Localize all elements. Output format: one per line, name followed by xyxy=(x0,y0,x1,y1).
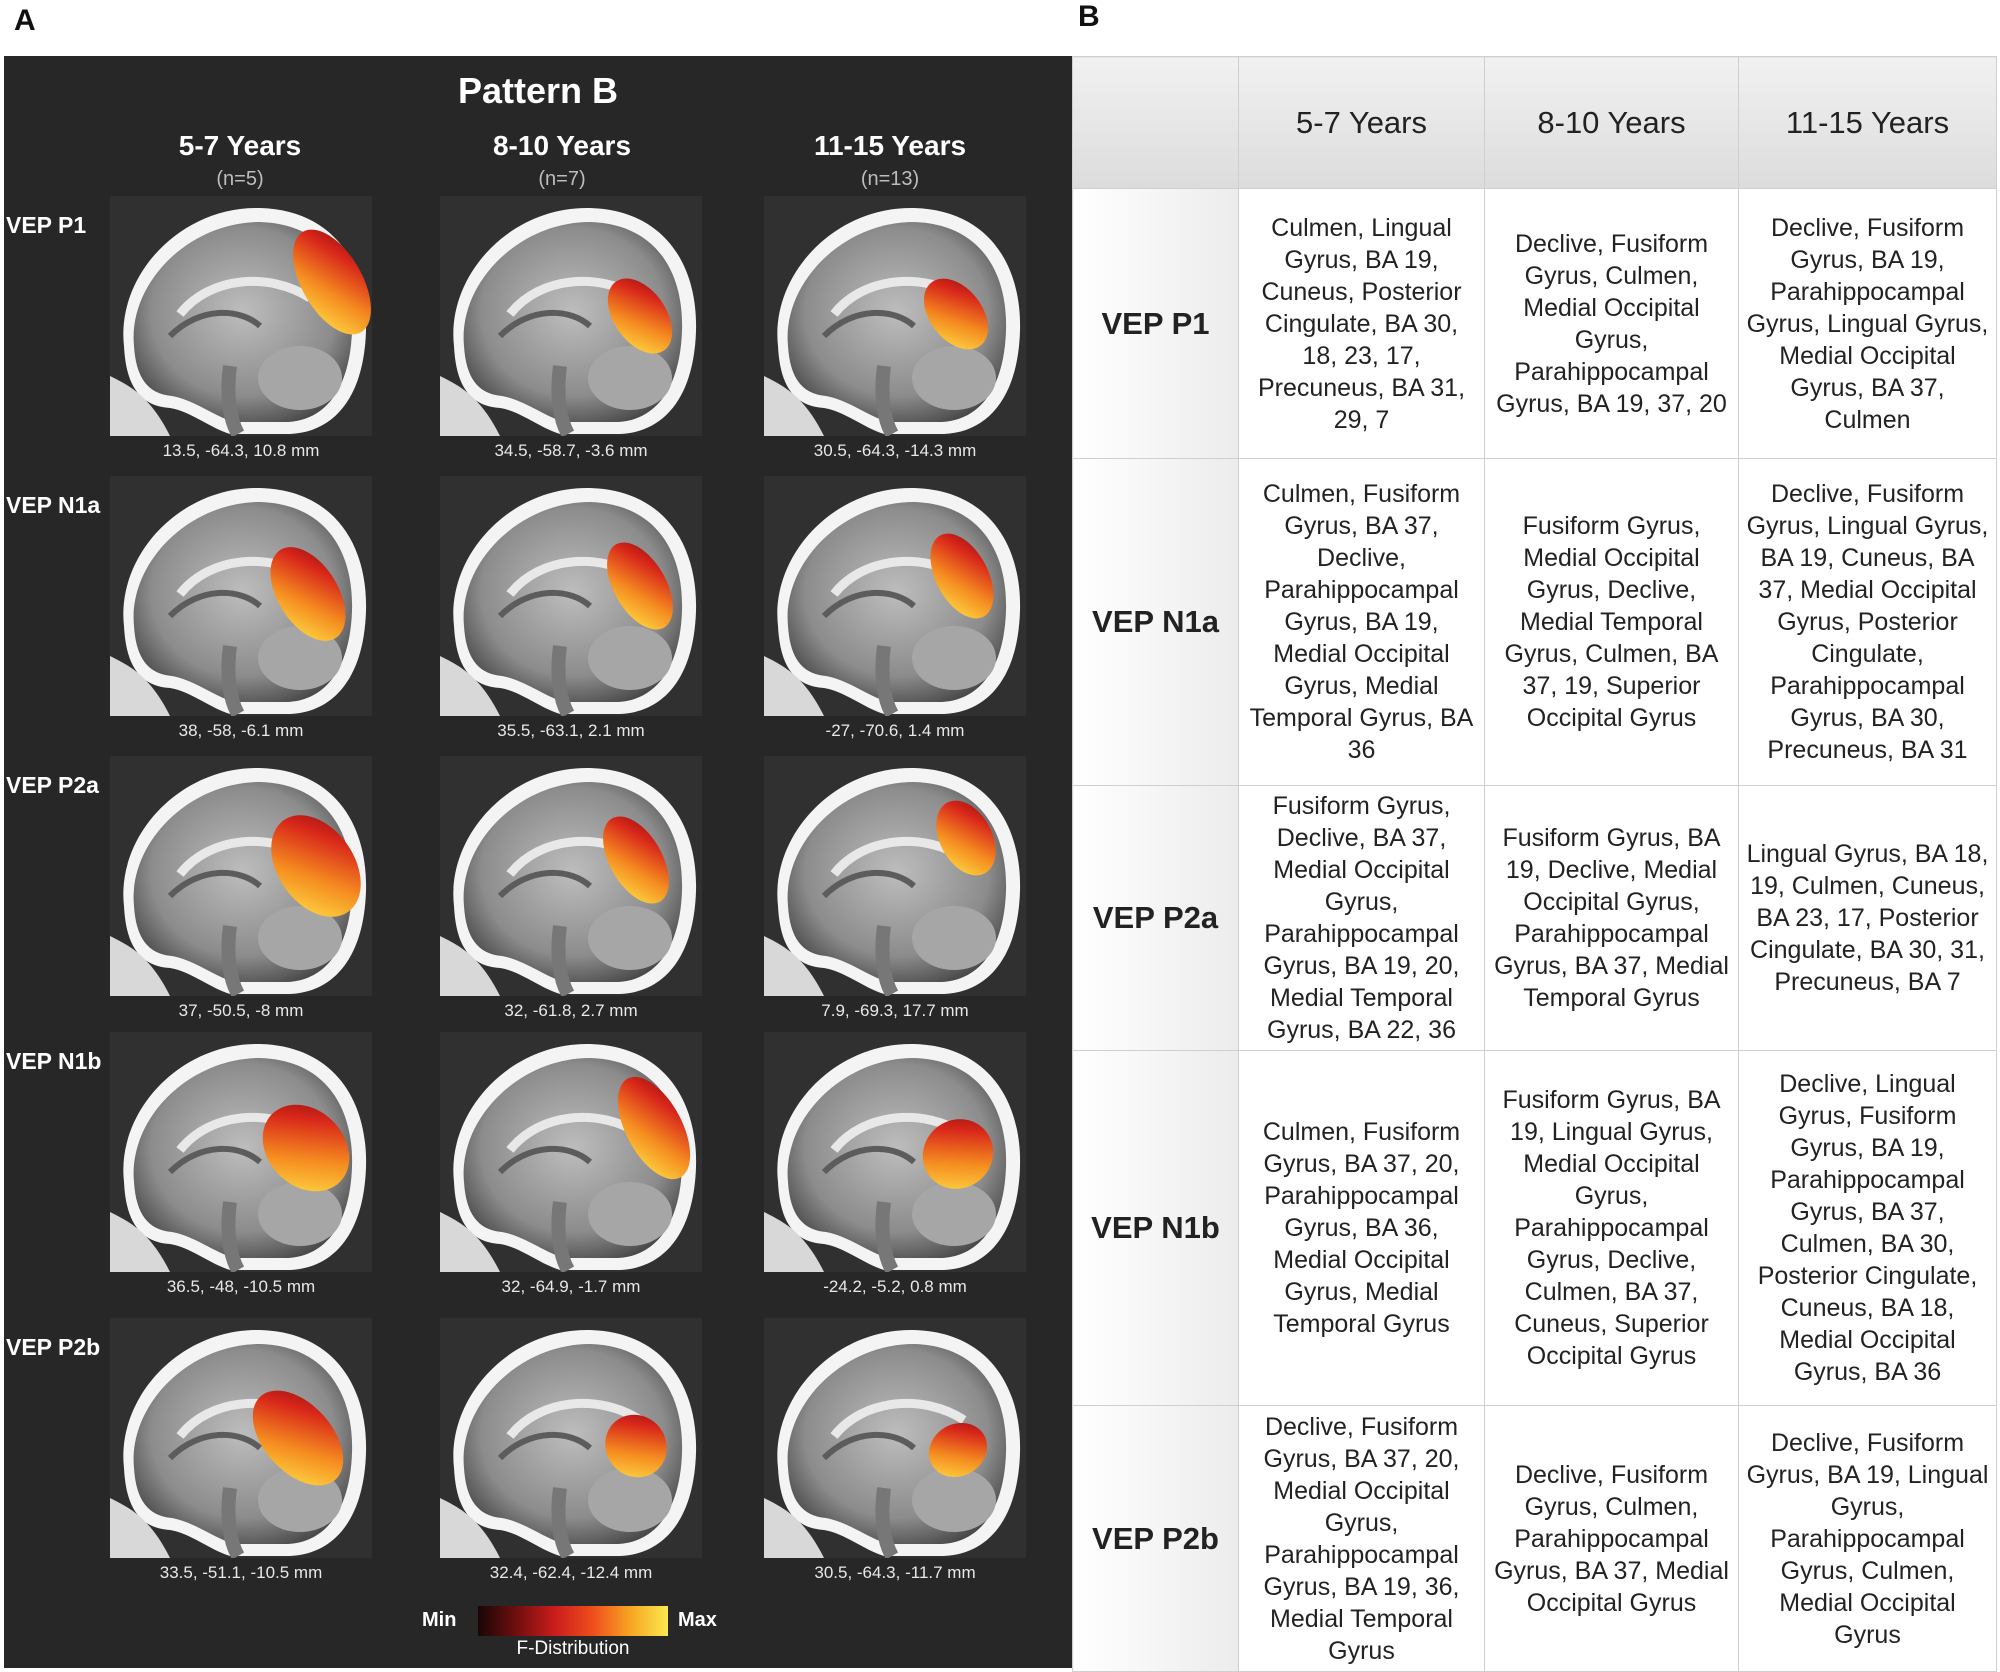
brain-sagittal-image xyxy=(440,1032,702,1274)
panel-a-label: A xyxy=(14,4,36,37)
table-cell: Fusiform Gyrus, Declive, BA 37, Medial O… xyxy=(1238,785,1485,1051)
age-n-5-7: (n=5) xyxy=(216,168,264,190)
brain-sagittal-image xyxy=(440,476,702,718)
table-cell: Declive, Fusiform Gyrus, BA 19, Lingual … xyxy=(1738,1405,1997,1672)
row-label: VEP N1b xyxy=(6,1048,102,1074)
table-cell: Declive, Fusiform Gyrus, Culmen, Medial … xyxy=(1484,188,1739,459)
table-cell: Declive, Lingual Gyrus, Fusiform Gyrus, … xyxy=(1738,1050,1997,1406)
table-cell: Lingual Gyrus, BA 18, 19, Culmen, Cuneus… xyxy=(1738,785,1997,1051)
age-header-8-10: 8-10 Years xyxy=(492,130,632,161)
coordinate-label: -27, -70.6, 1.4 mm xyxy=(825,721,965,740)
coordinate-label: 32, -64.9, -1.7 mm xyxy=(501,1277,641,1296)
brain-sagittal-image xyxy=(110,1032,372,1274)
coordinate-label: 30.5, -64.3, -11.7 mm xyxy=(814,1563,976,1582)
brain-sagittal-image xyxy=(764,756,1026,998)
table-cell: Declive, Fusiform Gyrus, BA 37, 20, Medi… xyxy=(1238,1405,1485,1672)
coordinate-label: 37, -50.5, -8 mm xyxy=(178,1001,304,1020)
coordinate-label: 38, -58, -6.1 mm xyxy=(178,721,304,740)
brain-sagittal-image xyxy=(110,1318,372,1560)
row-label: VEP N1a xyxy=(6,492,101,518)
table-cell: Declive, Fusiform Gyrus, BA 19, Parahipp… xyxy=(1738,188,1997,459)
table-row: VEP P2a Fusiform Gyrus, Declive, BA 37, … xyxy=(1072,785,1997,1051)
brain-sagittal-image xyxy=(110,756,372,998)
brain-sagittal-image xyxy=(110,196,372,438)
colorbar-title: F-Distribution xyxy=(516,1638,630,1659)
brain-sagittal-image xyxy=(764,1032,1026,1274)
table-cell: Culmen, Fusiform Gyrus, BA 37, Declive, … xyxy=(1238,458,1485,786)
coordinate-label: 34.5, -58.7, -3.6 mm xyxy=(494,441,648,460)
age-header-5-7: 5-7 Years xyxy=(178,130,302,161)
row-header: VEP N1a xyxy=(1072,458,1239,786)
age-n-11-15: (n=13) xyxy=(860,168,920,190)
table-cell: Fusiform Gyrus, BA 19, Lingual Gyrus, Me… xyxy=(1484,1050,1739,1406)
table-corner-cell xyxy=(1072,56,1239,189)
panel-b-table: 5-7 Years 8-10 Years 11-15 Years VEP P1 … xyxy=(1072,56,1997,1672)
colorbar-min-label: Min xyxy=(422,1609,457,1631)
row-label: VEP P1 xyxy=(6,212,87,238)
row-header: VEP P1 xyxy=(1072,188,1239,459)
coordinate-label: 30.5, -64.3, -14.3 mm xyxy=(813,441,977,460)
age-header-11-15: 11-15 Years xyxy=(813,130,967,161)
brain-sagittal-image xyxy=(764,1318,1026,1560)
colorbar xyxy=(478,1606,668,1636)
brain-sagittal-image xyxy=(440,196,702,438)
table-cell: Fusiform Gyrus, Medial Occipital Gyrus, … xyxy=(1484,458,1739,786)
coordinate-label: 7.9, -69.3, 17.7 mm xyxy=(821,1001,969,1020)
coordinate-label: 32.4, -62.4, -12.4 mm xyxy=(489,1563,653,1582)
table-cell: Declive, Fusiform Gyrus, Culmen, Parahip… xyxy=(1484,1405,1739,1672)
row-header: VEP P2b xyxy=(1072,1405,1239,1672)
row-label: VEP P2a xyxy=(6,772,99,798)
panel-a-brain-maps: Pattern B 5-7 Years (n=5) 8-10 Years (n=… xyxy=(4,56,1072,1668)
table-cell: Culmen, Fusiform Gyrus, BA 37, 20, Parah… xyxy=(1238,1050,1485,1406)
coordinate-label: 32, -61.8, 2.7 mm xyxy=(504,1001,638,1020)
column-header: 5-7 Years xyxy=(1238,56,1485,189)
colorbar-max-label: Max xyxy=(678,1609,717,1631)
table-row: VEP P2b Declive, Fusiform Gyrus, BA 37, … xyxy=(1072,1405,1997,1672)
table-cell: Fusiform Gyrus, BA 19, Declive, Medial O… xyxy=(1484,785,1739,1051)
panel-b-label: B xyxy=(1078,0,1100,33)
column-header: 8-10 Years xyxy=(1484,56,1739,189)
brain-sagittal-image xyxy=(110,476,372,718)
coordinate-label: 13.5, -64.3, 10.8 mm xyxy=(162,441,320,460)
table-cell: Declive, Fusiform Gyrus, Lingual Gyrus, … xyxy=(1738,458,1997,786)
brain-sagittal-image xyxy=(764,196,1026,438)
row-header: VEP N1b xyxy=(1072,1050,1239,1406)
coordinate-label: -24.2, -5.2, 0.8 mm xyxy=(823,1277,967,1296)
table-row: VEP N1a Culmen, Fusiform Gyrus, BA 37, D… xyxy=(1072,458,1997,786)
coordinate-label: 35.5, -63.1, 2.1 mm xyxy=(497,721,645,740)
row-header: VEP P2a xyxy=(1072,785,1239,1051)
region-table: 5-7 Years 8-10 Years 11-15 Years VEP P1 … xyxy=(1072,56,1997,1672)
table-header-row: 5-7 Years 8-10 Years 11-15 Years xyxy=(1072,56,1997,189)
table-row: VEP P1 Culmen, Lingual Gyrus, BA 19, Cun… xyxy=(1072,188,1997,459)
table-row: VEP N1b Culmen, Fusiform Gyrus, BA 37, 2… xyxy=(1072,1050,1997,1406)
pattern-title: Pattern B xyxy=(457,70,619,111)
row-label: VEP P2b xyxy=(6,1334,101,1360)
brain-sagittal-image xyxy=(440,1318,702,1560)
table-cell: Culmen, Lingual Gyrus, BA 19, Cuneus, Po… xyxy=(1238,188,1485,459)
coordinate-label: 33.5, -51.1, -10.5 mm xyxy=(159,1563,323,1582)
brain-sagittal-image xyxy=(440,756,702,998)
column-header: 11-15 Years xyxy=(1738,56,1997,189)
coordinate-label: 36.5, -48, -10.5 mm xyxy=(166,1277,316,1296)
age-n-8-10: (n=7) xyxy=(538,168,586,190)
brain-sagittal-image xyxy=(764,476,1026,718)
